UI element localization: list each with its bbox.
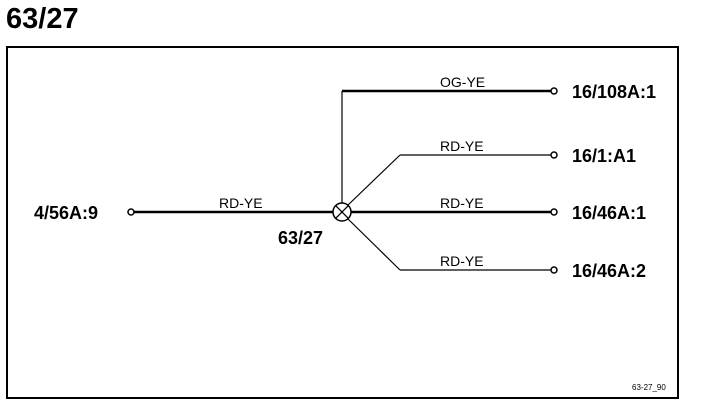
output-wire-4-branch xyxy=(346,217,401,271)
output-terminal-4 xyxy=(550,266,558,274)
output-connector-2-label: 16/1:A1 xyxy=(572,146,636,166)
splice-cross-b xyxy=(335,205,349,219)
output-connector-3-label: 16/46A:1 xyxy=(572,203,646,223)
output-wire-2-color-label: RD-YE xyxy=(440,138,484,154)
output-wire-2-branch xyxy=(346,154,401,207)
output-terminal-2 xyxy=(550,151,558,159)
output-terminal-3 xyxy=(550,208,558,216)
output-connector-1-label: 16/108A:1 xyxy=(572,82,656,102)
footer-reference: 63-27_90 xyxy=(632,383,666,392)
output-wire-4: RD-YE 16/46A:2 xyxy=(346,217,646,281)
input-terminal xyxy=(127,208,135,216)
output-wire-1: OG-YE 16/108A:1 xyxy=(341,74,656,204)
output-wire-1-color-label: OG-YE xyxy=(440,74,485,90)
diagram-frame xyxy=(6,46,679,399)
output-terminal-1 xyxy=(550,87,558,95)
output-wire-2: RD-YE 16/1:A1 xyxy=(346,138,636,207)
splice-node: 63/27 xyxy=(278,202,352,248)
input-wire-color-label: RD-YE xyxy=(219,195,263,211)
output-wire-4-color-label: RD-YE xyxy=(440,253,484,269)
input-connector-label: 4/56A:9 xyxy=(34,203,98,223)
output-connector-4-label: 16/46A:2 xyxy=(572,261,646,281)
input-wire: 4/56A:9 RD-YE xyxy=(34,195,333,223)
output-wire-3: RD-YE 16/46A:1 xyxy=(351,195,646,223)
output-wire-3-color-label: RD-YE xyxy=(440,195,484,211)
page-title: 63/27 xyxy=(6,3,79,35)
splice-label: 63/27 xyxy=(278,228,323,248)
